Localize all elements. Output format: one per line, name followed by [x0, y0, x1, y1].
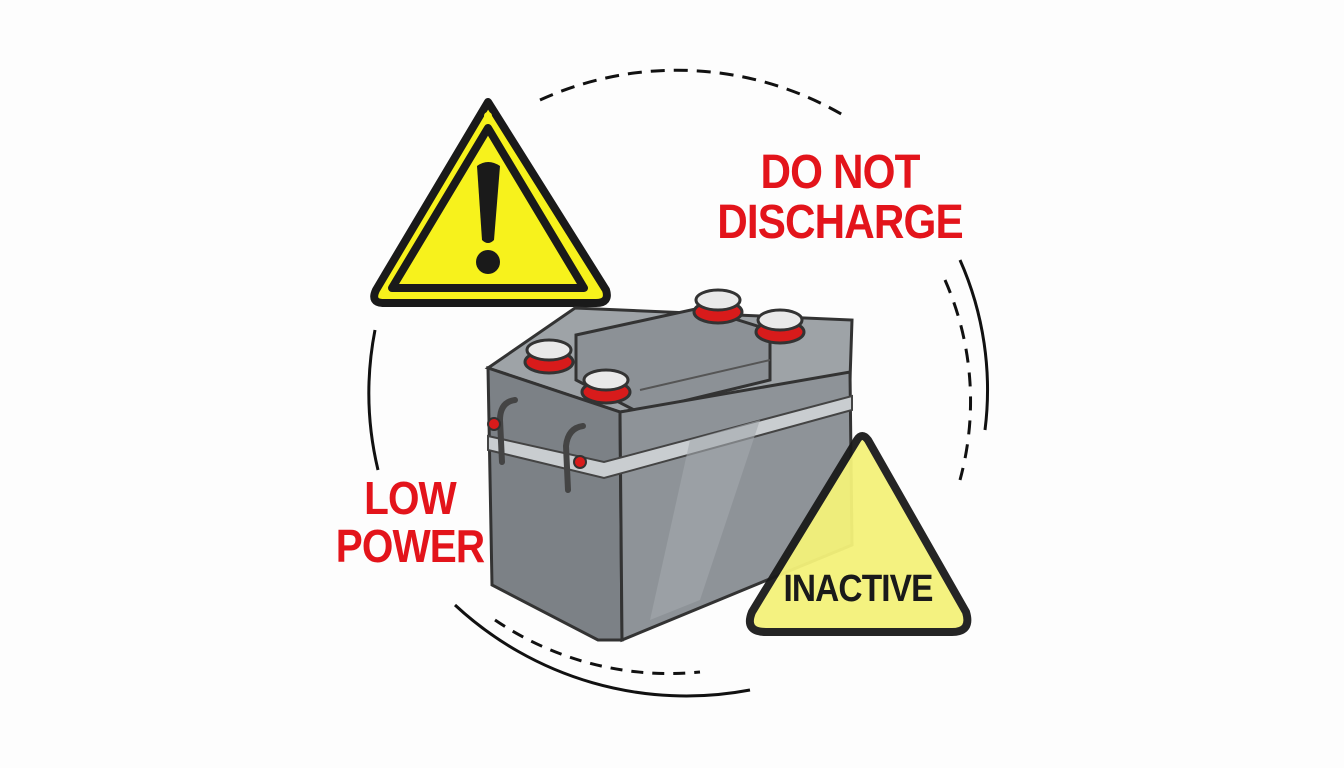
exclamation-warning-icon [370, 98, 611, 307]
discharge-label-line-1: DO NOT [760, 146, 921, 199]
dashed-orbit [367, 68, 990, 698]
battery-terminal-front-right [580, 368, 632, 405]
inactive-label: INACTIVE [783, 568, 933, 610]
low-power-label: LOW POWER [331, 474, 489, 571]
car-battery-illustration [484, 288, 854, 643]
orbit-arc-right-outer [958, 259, 990, 431]
orbit-arc-bottom-dashed [494, 618, 701, 676]
discharge-label-line-2: DISCHARGE [717, 196, 963, 250]
battery-terminal-back-right [754, 308, 806, 345]
do-not-discharge-label: DO NOT DISCHARGE [717, 146, 963, 250]
orbit-arc-right-inner [943, 279, 973, 481]
orbit-arc-bottom [453, 603, 751, 698]
orbit-arc-top [539, 68, 849, 120]
low-power-label-line-1: LOW [364, 472, 457, 524]
low-power-label-line-2: POWER [335, 520, 485, 573]
orbit-arc-left [367, 329, 380, 471]
inactive-warning-triangle [745, 432, 972, 636]
battery-terminal-back-left [692, 288, 744, 325]
battery-terminal-front-left [523, 338, 575, 375]
